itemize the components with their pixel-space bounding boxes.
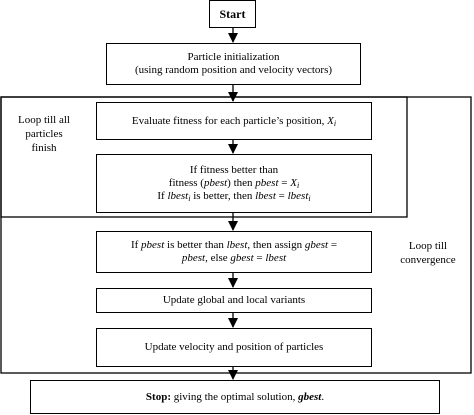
pbest-line-3: If lbesti is better, then lbest = lbesti [157,190,311,203]
init-line-2: (using random position and velocity vect… [134,64,333,76]
pbest-update-node: If fitness better than fitness (pbest) t… [96,154,372,213]
gbest-assign-node: If pbest is better than lbest, then assi… [96,231,372,273]
update-variants-text: Update global and local variants [162,294,306,306]
update-variants-node: Update global and local variants [96,288,372,313]
update-velocity-node: Update velocity and position of particle… [96,328,372,367]
pbest-line-2: fitness (pbest) then pbest = Xi [168,177,300,190]
evaluate-fitness-node: Evaluate fitness for each particle’s pos… [96,102,372,140]
pbest-line-1: If fitness better than [189,164,279,176]
loop-convergence-label: Loop till convergence [400,240,456,266]
loop-particles-label: Loop till all particles finish [18,114,70,154]
particle-initialization-node: Particle initialization (using random po… [106,43,361,85]
evaluate-text: Evaluate fitness for each particle’s pos… [131,114,337,128]
gbest-line-1: If pbest is better than lbest, then assi… [130,239,338,251]
stop-text: Stop: giving the optimal solution, gbest… [145,390,325,403]
init-line-1: Particle initialization [187,51,280,63]
start-node: Start [209,0,256,28]
start-label: Start [219,6,246,21]
gbest-line-2: pbest, else gbest = lbest [181,252,287,264]
stop-node: Stop: giving the optimal solution, gbest… [30,380,440,414]
update-velocity-text: Update velocity and position of particle… [144,341,324,353]
loop-convergence-frame [0,96,472,374]
